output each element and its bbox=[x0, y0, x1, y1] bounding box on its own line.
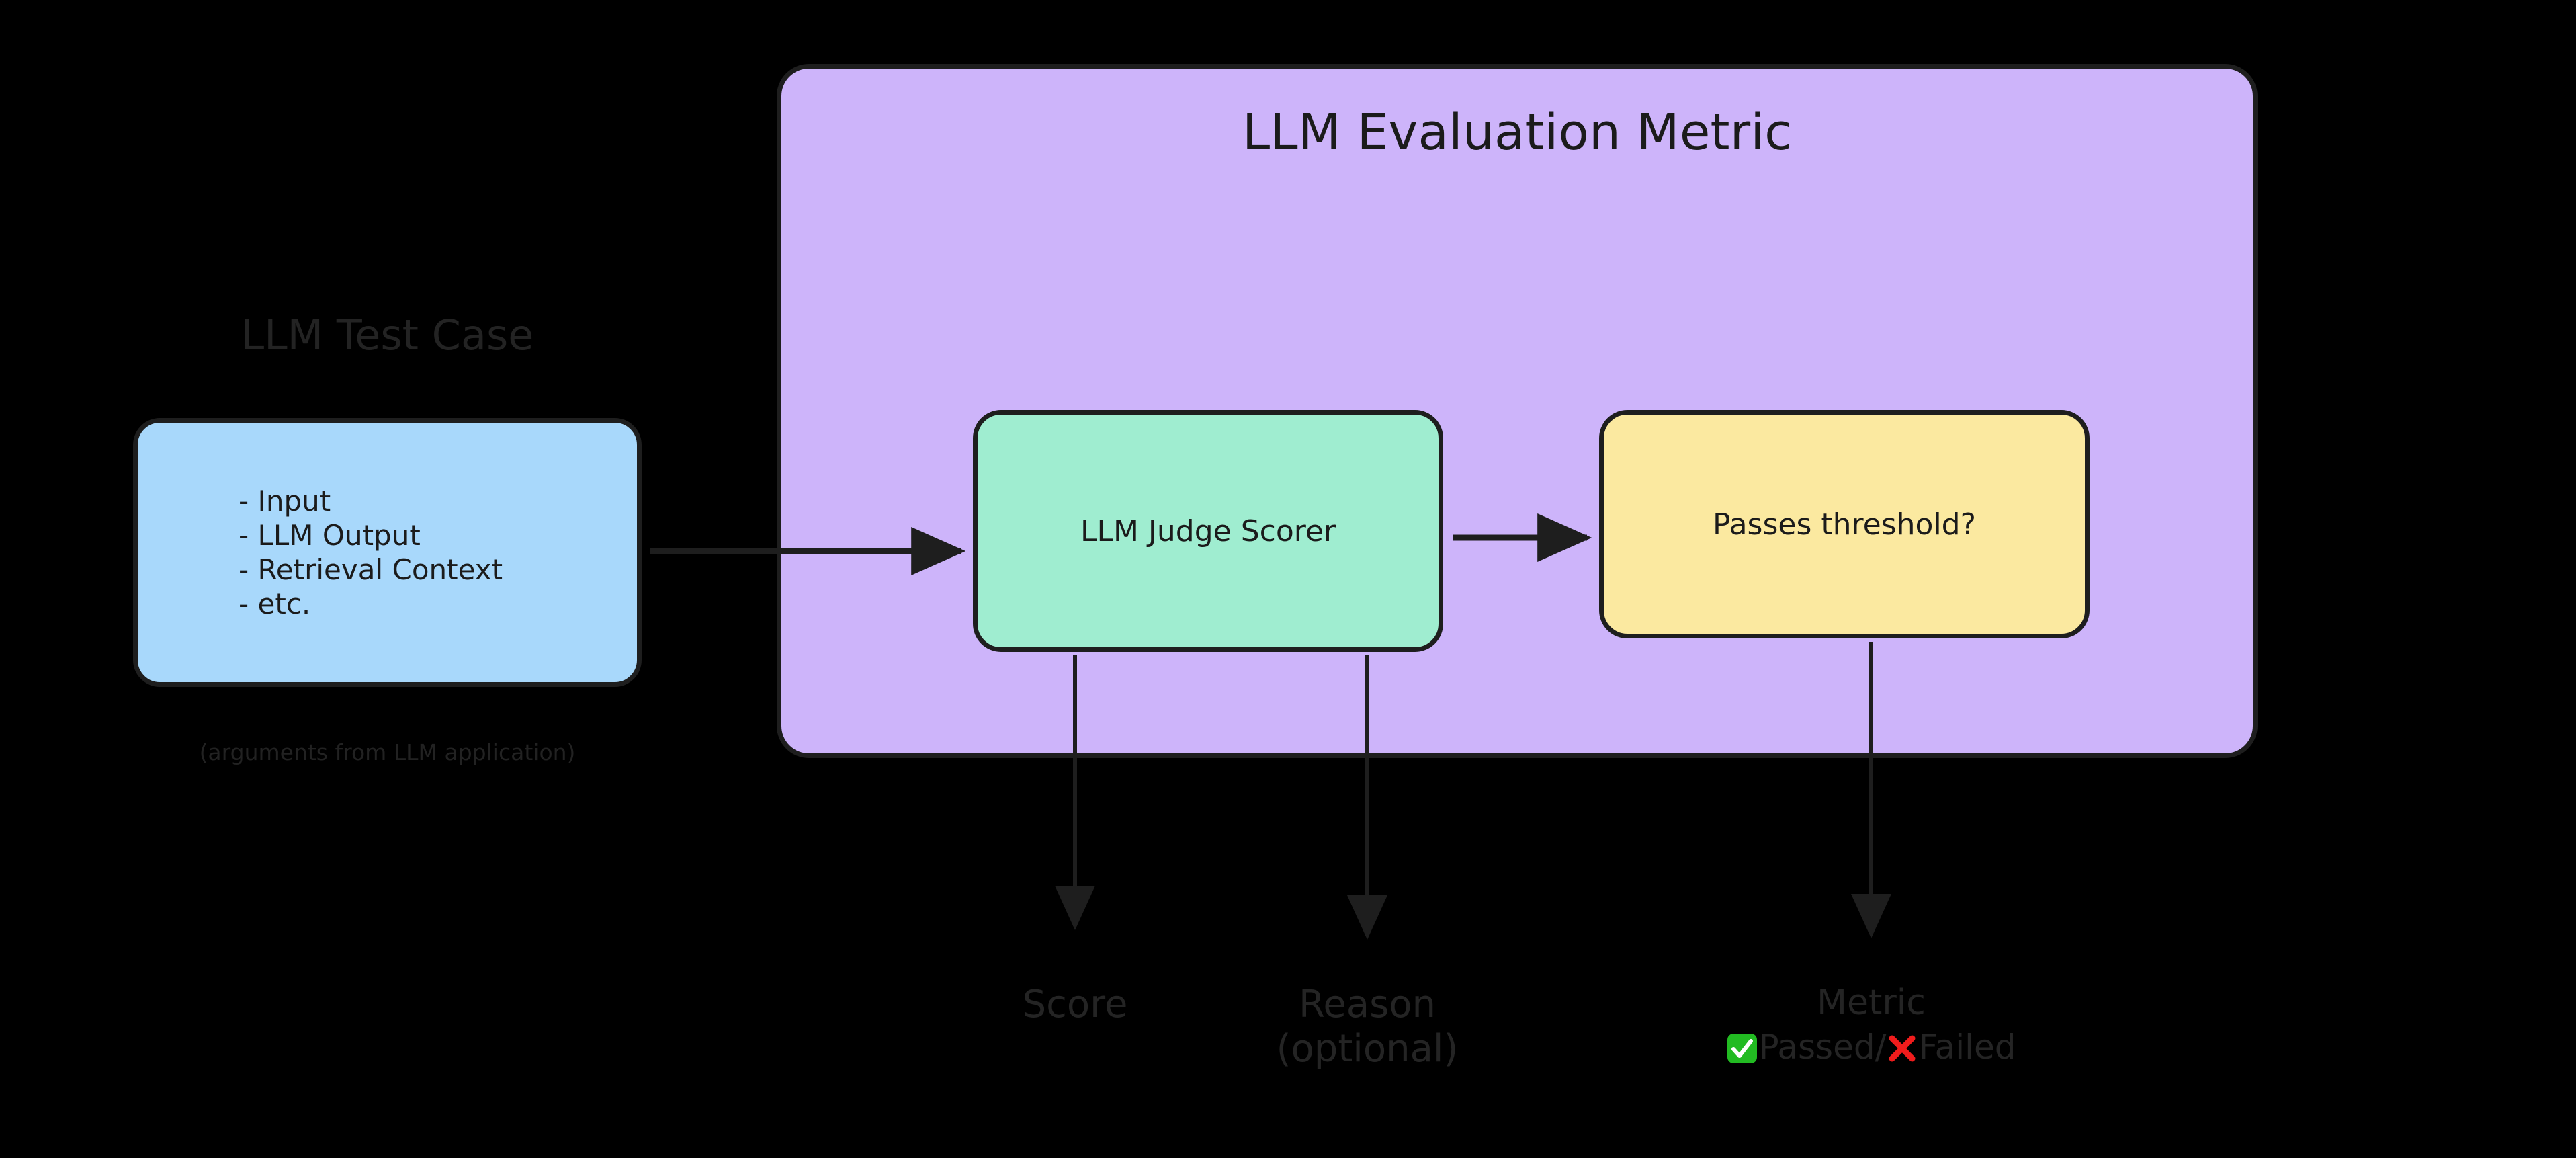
cluster-title: LLM Evaluation Metric bbox=[1242, 104, 1793, 161]
output-metric-separator: / bbox=[1875, 1028, 1887, 1067]
node-llm-test-case: - Input - LLM Output - Retrieval Context… bbox=[133, 418, 642, 687]
output-metric-text: Metric bbox=[1817, 983, 1926, 1023]
output-metric-failed-text: Failed bbox=[1918, 1028, 2016, 1067]
output-metric-verdict: Passed/ Failed bbox=[1703, 1028, 2039, 1067]
llm-test-case-label: LLM Test Case bbox=[241, 311, 534, 360]
output-reason-text: Reason bbox=[1298, 983, 1436, 1026]
output-score-text: Score bbox=[1022, 983, 1128, 1026]
output-label-score: Score bbox=[907, 983, 1243, 1027]
output-reason-sublabel: (optional) bbox=[1276, 1027, 1459, 1071]
llm-test-case-caption: (arguments from LLM application) bbox=[199, 739, 576, 766]
node-llm-judge-scorer-label: LLM Judge Scorer bbox=[1080, 513, 1336, 548]
output-label-metric: Metric Passed/ Failed bbox=[1703, 983, 2039, 1067]
node-llm-judge-scorer: LLM Judge Scorer bbox=[973, 410, 1443, 652]
node-passes-threshold: Passes threshold? bbox=[1599, 410, 2090, 638]
test-case-item-input: - Input bbox=[239, 484, 331, 518]
white-check-mark-icon bbox=[1727, 1034, 1758, 1064]
test-case-item-retrieval-context: - Retrieval Context bbox=[239, 553, 503, 586]
node-passes-threshold-label: Passes threshold? bbox=[1713, 507, 1976, 542]
output-metric-passed-text: Passed bbox=[1758, 1028, 1875, 1067]
test-case-item-llm-output: - LLM Output bbox=[239, 518, 421, 552]
output-label-reason: Reason (optional) bbox=[1199, 983, 1535, 1071]
cross-mark-icon bbox=[1889, 1035, 1916, 1062]
test-case-item-etc: - etc. bbox=[239, 587, 311, 621]
